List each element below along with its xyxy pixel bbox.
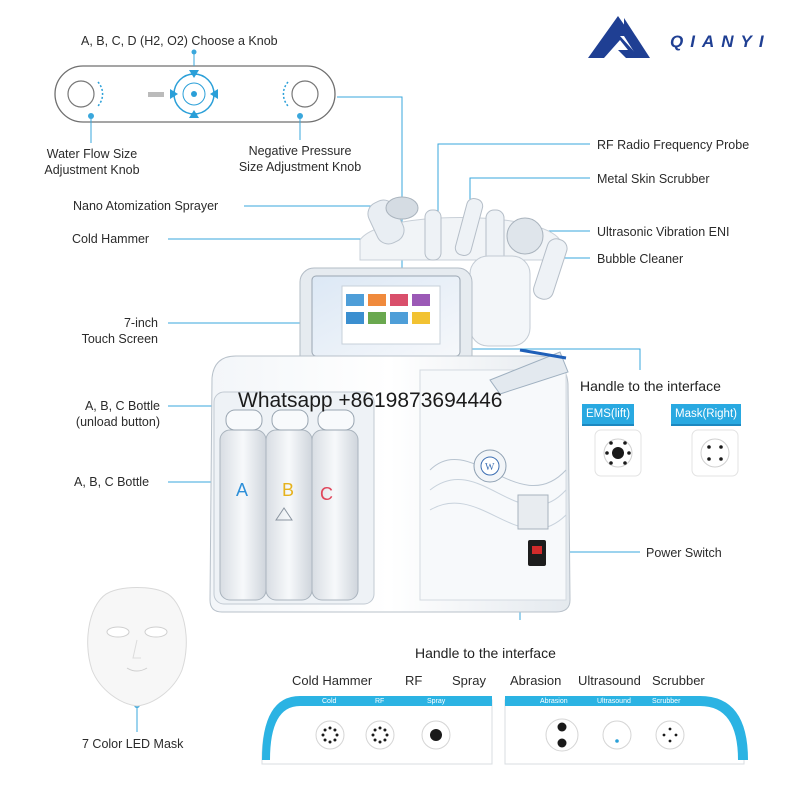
- header-cold-hammer: Cold Hammer: [292, 673, 373, 688]
- svg-text:W: W: [485, 462, 495, 473]
- nano-sprayer-label: Nano Atomization Sprayer: [73, 199, 219, 213]
- panel-caption-rf: RF: [375, 698, 384, 705]
- mask-right-badge: Mask(Right): [671, 404, 741, 426]
- port-pin: [668, 739, 672, 743]
- handpieces: [359, 196, 568, 347]
- power-switch-label: Power Switch: [646, 546, 722, 560]
- port-pin: [328, 740, 332, 744]
- port-pin: [383, 728, 387, 732]
- bottle-unload-label: A, B, C Bottle (unload button): [75, 399, 160, 429]
- header-ultrasound: Ultrasound: [578, 673, 641, 688]
- port-pin: [323, 738, 327, 742]
- bubble-cleaner-label: Bubble Cleaner: [597, 252, 684, 266]
- port-pin: [371, 733, 375, 737]
- header-scrubber: Scrubber: [652, 673, 705, 688]
- brand-mark-icon: [588, 16, 650, 58]
- port-pin: [668, 727, 672, 731]
- metal-scrubber-label: Metal Skin Scrubber: [597, 172, 710, 186]
- led-mask-illustration: [87, 587, 187, 707]
- bottle-letter-c: C: [320, 484, 333, 504]
- port-pin: [378, 726, 382, 730]
- bottle-label: A, B, C Bottle: [74, 475, 150, 489]
- port-pin: [383, 738, 387, 742]
- port-pin: [373, 738, 377, 742]
- whatsapp-watermark: Whatsapp +8619873694446: [238, 389, 503, 412]
- interface-panel-captions: Cold RF Spray Abrasion Ultrasound Scrubb…: [322, 698, 681, 705]
- port-pin: [328, 726, 332, 730]
- rf-probe-label: RF Radio Frequency Probe: [597, 138, 750, 152]
- led-mask-label: 7 Color LED Mask: [82, 737, 184, 751]
- bottle-letter-a: A: [236, 480, 248, 500]
- bottle-tray: [213, 391, 375, 605]
- negative-pressure-label: Negative Pressure Size Adjustment Knob: [238, 144, 362, 174]
- ultrasonic-label: Ultrasonic Vibration ENI: [597, 225, 730, 239]
- water-flow-label: Water Flow Size Adjustment Knob: [44, 147, 140, 177]
- interface-panel-left: [261, 696, 493, 765]
- interface-panel-right: [504, 696, 748, 765]
- brand-logo: QIANYI: [580, 6, 780, 64]
- ems-port: [594, 429, 642, 477]
- panel-caption-spray: Spray: [427, 698, 446, 705]
- port-pin: [333, 728, 337, 732]
- touch-screen-label: 7-inch Touch Screen: [81, 316, 158, 346]
- header-abrasion: Abrasion: [510, 673, 562, 688]
- ems-lift-badge: EMS(lift): [582, 404, 635, 426]
- panel-caption-cold: Cold: [322, 698, 337, 705]
- port-pin: [333, 738, 337, 742]
- port-pin: [385, 733, 389, 737]
- interface-bottom-title: Handle to the interface: [415, 645, 556, 661]
- header-spray: Spray: [452, 673, 486, 688]
- bottle-letter-b: B: [282, 480, 294, 500]
- panel-caption-scrubber: Scrubber: [652, 698, 681, 705]
- touch-screen-device: [299, 267, 473, 371]
- negative-pressure-knob: [291, 80, 319, 108]
- mask-port: [691, 429, 739, 477]
- water-flow-knob: [67, 80, 95, 108]
- port-pin: [662, 733, 666, 737]
- port-pin-dots: [321, 726, 678, 744]
- port-pin: [373, 728, 377, 732]
- knob-panel: [54, 65, 336, 123]
- port-pin: [378, 740, 382, 744]
- interface-right-title: Handle to the interface: [580, 378, 721, 394]
- header-rf: RF: [405, 673, 423, 688]
- port-pin: [321, 733, 325, 737]
- brand-name: QIANYI: [670, 32, 771, 51]
- port-pin: [335, 733, 339, 737]
- port-pin: [674, 733, 678, 737]
- cold-hammer-label: Cold Hammer: [72, 232, 150, 246]
- panel-caption-ultrasound: Ultrasound: [597, 698, 631, 705]
- knob-choice-label: A, B, C, D (H2, O2) Choose a Knob: [81, 34, 278, 48]
- port-pin: [323, 728, 327, 732]
- panel-caption-abrasion: Abrasion: [540, 698, 568, 705]
